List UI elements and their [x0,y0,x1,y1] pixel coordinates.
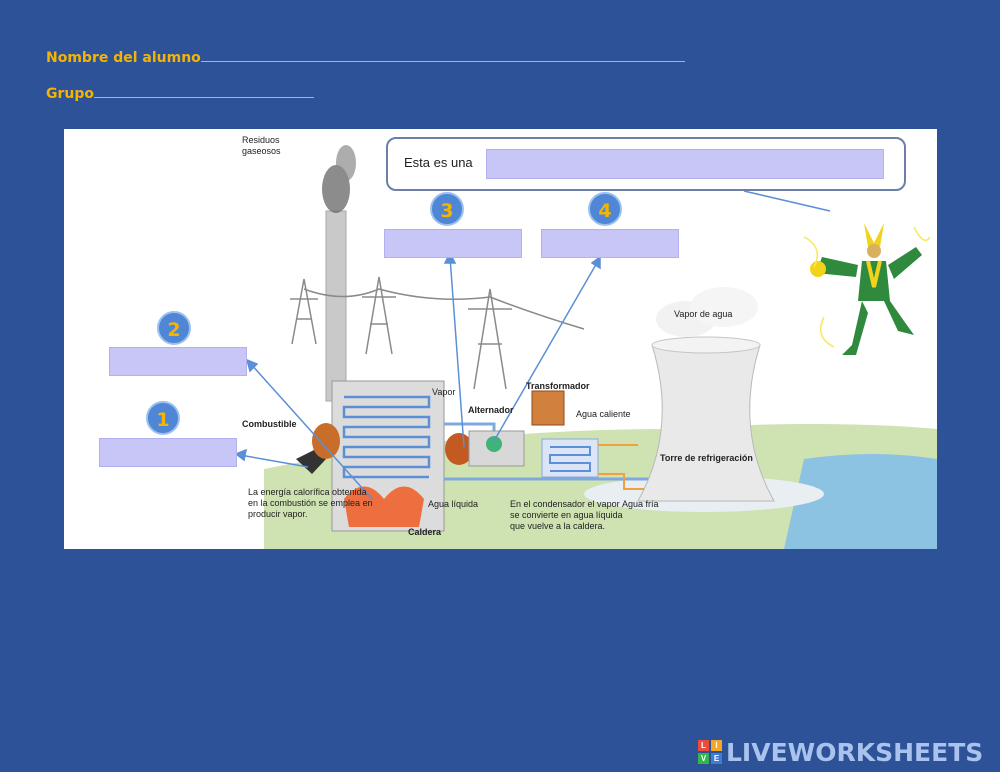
number-badge-4: 4 [588,192,622,226]
speech-bubble: Esta es una [386,137,906,191]
group-line: Grupo [46,86,315,102]
label-agua-liquida: Agua líquida [428,499,479,509]
answer-box-4[interactable] [541,229,679,258]
number-badge-2: 2 [157,311,191,345]
answer-box-main[interactable] [486,149,884,179]
label-vapor-agua: Vapor de agua [674,309,733,319]
label-agua-fria: Agua fría [622,499,659,509]
label-combustible: Combustible [242,419,297,429]
student-name-line: Nombre del alumno [46,50,685,66]
number-badge-1: 1 [146,401,180,435]
logo-mark: L I V E [698,740,722,764]
label-alternador: Alternador [468,405,514,415]
label-residuos: Residuos gaseosos [242,135,281,156]
answer-box-2[interactable] [109,347,247,376]
label-torre: Torre de refrigeración [660,453,753,463]
power-plant-diagram: Residuos gaseosos Combustible La energía… [64,129,937,549]
number-badge-3: 3 [430,192,464,226]
label-transformador: Transformador [526,381,590,391]
student-name-blank[interactable] [200,51,685,62]
label-condensador: En el condensador el vapor se convierte … [510,499,623,531]
label-vapor: Vapor [432,387,456,397]
liveworksheets-logo: L I V E LIVEWORKSHEETS [698,737,984,767]
logo-letter-l: L [698,740,709,751]
power-plant-illustration [234,145,937,549]
group-label: Grupo [46,86,95,102]
answer-box-1[interactable] [99,438,237,467]
answer-box-3[interactable] [384,229,522,258]
logo-letter-e: E [711,753,722,764]
logo-text: LIVEWORKSHEETS [726,737,984,767]
group-blank[interactable] [94,87,315,98]
label-energia: La energía calorífica obtenida en la com… [248,487,373,519]
logo-letter-i: I [711,740,722,751]
logo-letter-v: V [698,753,709,764]
label-caldera: Caldera [408,527,442,537]
student-name-label: Nombre del alumno [46,50,201,66]
speech-bubble-text: Esta es una [404,155,473,170]
label-agua-caliente: Agua caliente [576,409,631,419]
